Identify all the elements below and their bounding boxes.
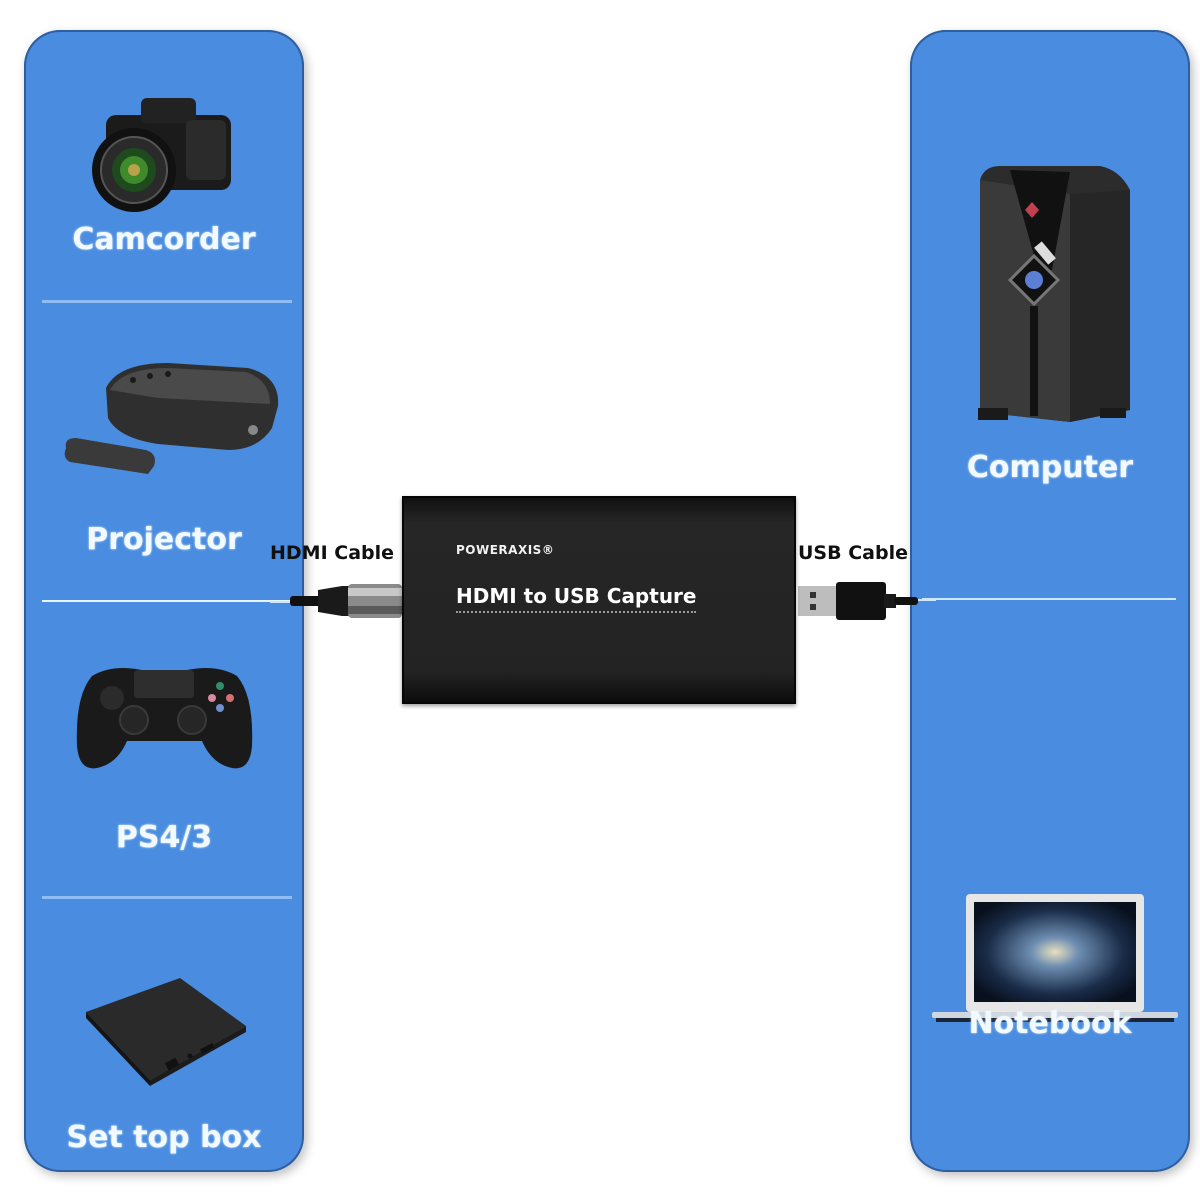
device-title: HDMI to USB Capture (456, 584, 697, 613)
output-devices-panel: Computer Notebook (910, 30, 1190, 1172)
brand-logo: POWERAXIS® (456, 543, 555, 557)
usb-cable-label: USB Cable (798, 542, 908, 564)
panel-divider (922, 598, 1176, 600)
projector-icon (58, 358, 288, 483)
device-label-computer: Computer (966, 450, 1134, 485)
hdmi-cable-label: HDMI Cable (270, 542, 395, 564)
panel-divider (42, 300, 292, 303)
camera-icon (86, 80, 236, 215)
hdmi-usb-capture-device: POWERAXIS® HDMI to USB Capture (402, 496, 796, 704)
desktop-tower-icon (970, 160, 1140, 430)
hdmi-connector-icon (290, 578, 404, 624)
device-label-notebook: Notebook (968, 1006, 1132, 1041)
input-devices-panel: Camcorder Projector PS4/3 (24, 30, 304, 1172)
laptop-icon (930, 890, 1180, 1030)
device-label-set-top-box: Set top box (66, 1120, 262, 1155)
device-label-camcorder: Camcorder (72, 222, 256, 257)
gamepad-icon (72, 656, 257, 776)
set-top-box-icon (80, 974, 250, 1089)
device-label-projector: Projector (86, 522, 242, 557)
panel-divider (42, 896, 292, 899)
usb-connector-icon (798, 578, 920, 624)
panel-divider (42, 600, 292, 602)
device-label-ps4-3: PS4/3 (115, 820, 213, 855)
hdmi-connection-line (270, 601, 300, 603)
usb-connection-line (916, 599, 936, 601)
